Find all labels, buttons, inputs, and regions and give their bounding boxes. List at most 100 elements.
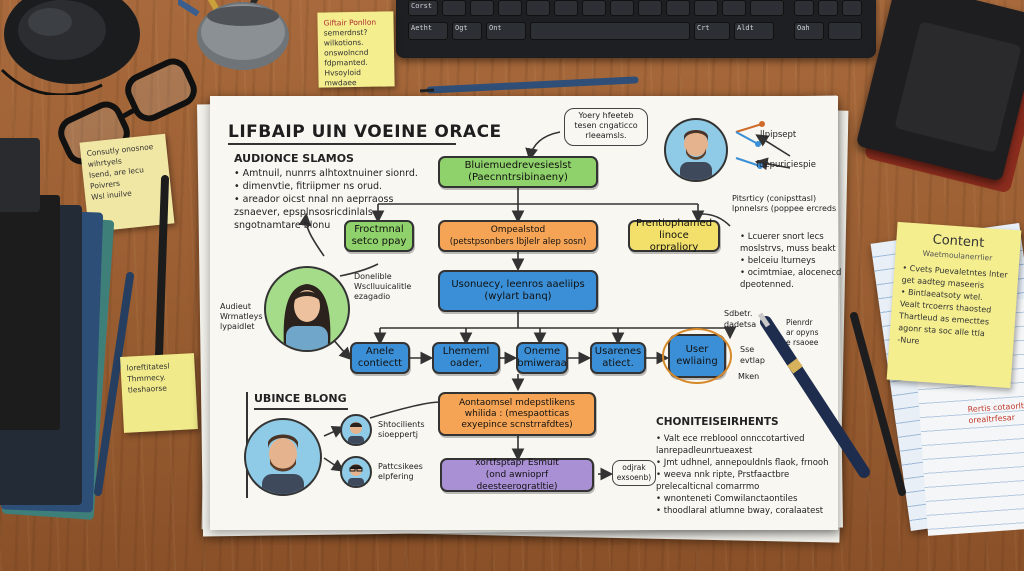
box-line: (wylart banq) (484, 291, 552, 302)
keyboard-key[interactable] (610, 0, 634, 16)
pen-icon (419, 74, 642, 96)
row2-orange-box[interactable]: Ompealstod (petstpsonbers lbjlelr alep s… (438, 220, 598, 252)
glasses-icon (58, 56, 203, 166)
persona-avatar-small (340, 414, 372, 446)
note-line: evtlap (740, 356, 765, 365)
people-note: Pattcsikees elpfering (378, 462, 423, 482)
purple-box[interactable]: xortfsptapr Esmult (ond awnioprf deestee… (440, 458, 594, 492)
keyboard-key[interactable] (794, 0, 814, 16)
keyboard-key[interactable]: Ont (486, 22, 526, 40)
box-line: contiectt (357, 358, 403, 369)
row2-green-box[interactable]: Froctmnal setco ppay (344, 220, 414, 252)
bullet-item: • belceiu lturneys (740, 256, 816, 266)
box-line: whilida : (mespaotticas (464, 408, 570, 419)
bullet-item: • thoodlaral atlumne bway, coralaatest (656, 506, 824, 516)
note-line: Donelible (354, 272, 392, 281)
page-title: LIFBAIP UIN VOEINE ORACE (228, 122, 502, 142)
spacebar[interactable] (530, 22, 690, 40)
user-notes: Sse evtlap (740, 344, 765, 366)
top-right-label: fuepuriciespie (756, 160, 816, 170)
sticky-note-lower-left: loreftitatesl Thmmecy. tleshaorse (120, 353, 198, 433)
keyboard-key[interactable] (666, 0, 690, 16)
bullet-item: moslstrvs, muss beakt (740, 244, 836, 254)
keyboard-key[interactable] (470, 0, 494, 16)
bullet-item: • Amtnuil, nunrrs alhtoxtnuiner sionrd. (234, 168, 418, 179)
note-line: Shtocilients (378, 420, 425, 429)
bullet-item: sngotnamtare blonu (234, 220, 331, 231)
note-line: sioeppertj (378, 430, 418, 439)
box-line: atiect. (602, 358, 634, 369)
box-line: Aontaomsel mdepstlikens (459, 397, 575, 408)
side-note: odjrak exsoenb) (612, 460, 656, 486)
small-box-4[interactable]: Usarenes atiect. (590, 342, 646, 374)
sticky-line: Hvsoyloid mwdaee (324, 67, 362, 88)
keyboard-key[interactable] (694, 0, 718, 16)
note-line: rleeamsls. (585, 131, 627, 140)
keyboard-key[interactable] (828, 22, 862, 40)
keyboard-key[interactable] (750, 0, 784, 16)
audience-bullets: • Amtnuil, nunrrs alhtoxtnuiner sionrd. … (234, 168, 418, 233)
keyboard-key[interactable] (818, 0, 838, 16)
note-line: ezagadio (354, 292, 391, 301)
bullet-item: lanrepadleunrtueaxest (656, 446, 753, 456)
keyboard-key[interactable] (498, 0, 522, 16)
keyboard-key[interactable] (526, 0, 550, 16)
bullet-item: zsnaever, epsplnsosricdinlals (234, 207, 373, 218)
box-line: bmiweraa (517, 358, 567, 369)
bullet-item: • Lcuerer snort lecs (740, 232, 824, 242)
highlight-ring (662, 328, 732, 384)
audient-label: Audieut Wrmatleys lypaidlet (220, 302, 263, 332)
note-line: elpfering (378, 472, 414, 481)
box-line: linoce orpraliory (649, 230, 699, 253)
note-line: Audieut (220, 302, 251, 311)
notebook-stack (0, 195, 125, 525)
people-note: Shtocilients sioeppertj (378, 420, 425, 440)
small-box-3[interactable]: Oneme bmiweraa (516, 342, 568, 374)
pen-icon (848, 310, 908, 500)
keyboard-key[interactable]: Aldt (734, 22, 774, 40)
headphones-icon (0, 0, 152, 97)
row3-blue-box[interactable]: Usonuecy, leenros aaeliips (wylart banq) (438, 270, 598, 312)
audience-heading: AUDIONCE SLAMOS (234, 152, 354, 165)
tablet (0, 138, 40, 212)
note-line: lpnnelsrs (poppee ercreds (732, 204, 837, 213)
bullet-item: • wnonteneti Comwilanctaontiles (656, 494, 798, 504)
content-bullets: • Valt ece rrebloool onnccotartived lanr… (656, 434, 829, 518)
row2-yellow-box[interactable]: Prentiophamed linoce orpraliory (628, 218, 720, 253)
keyboard-key[interactable] (582, 0, 606, 16)
keyboard-key[interactable] (722, 0, 746, 16)
diagram-sheet: LIFBAIP UIN VOEINE ORACE AUDIONCE SLAMOS… (210, 96, 841, 530)
keyboard-key[interactable]: Aetht (408, 22, 448, 40)
box-line: Froctmnal (354, 224, 404, 235)
box-line: (ond awnioprf deesteerogratltie) (476, 470, 558, 492)
box-line: Prentiophamed (635, 218, 713, 229)
keyboard-key[interactable]: Oah (794, 22, 824, 40)
note-line: Pattcsikees (378, 462, 423, 471)
small-box-1[interactable]: Anele contiectt (350, 342, 410, 374)
box-line: (petstpsonbers lbjlelr alep sosn) (449, 237, 587, 247)
keyboard-key[interactable] (842, 0, 862, 16)
note-line: tesen cngaticco (574, 121, 638, 130)
keyboard-key[interactable] (442, 0, 466, 16)
row2-note: Pitsrticy (conipsttasl) lpnnelsrs (poppe… (732, 194, 836, 214)
keyboard-key[interactable]: Corst (408, 0, 438, 16)
network-sketch-icon (730, 118, 770, 174)
orange-box-bottom[interactable]: Aontaomsel mdepstlikens whilida : (mespa… (438, 392, 596, 436)
small-box-2[interactable]: Lhememl oader, (432, 342, 500, 374)
keyboard[interactable]: Corst Aetht Ogt Ont Crt Aldt Oah (396, 0, 876, 58)
top-green-box[interactable]: Bluiemuedrevesieslst (Paecnntrsibinaeny) (438, 156, 598, 188)
bullet-item: dpeotenned. (740, 280, 794, 290)
bullet-item: • weeva nnk ripte, Prstfaactbre (656, 470, 790, 480)
box-line: Ompealstod (490, 225, 546, 235)
box-line: oader, (449, 358, 483, 369)
keyboard-key[interactable]: Crt (694, 22, 730, 40)
note-line: Pienrdr (786, 318, 813, 327)
audience-blong-heading: UBINCE BLONG (254, 392, 347, 405)
note-line: dadetsa (724, 320, 757, 329)
keyboard-key[interactable] (554, 0, 578, 16)
heading-underline (254, 408, 348, 410)
note-line: odjrak (622, 463, 646, 472)
keyboard-key[interactable] (638, 0, 662, 16)
keyboard-key[interactable]: Ogt (452, 22, 482, 40)
box-line: (Paecnntrsibinaeny) (468, 172, 568, 183)
